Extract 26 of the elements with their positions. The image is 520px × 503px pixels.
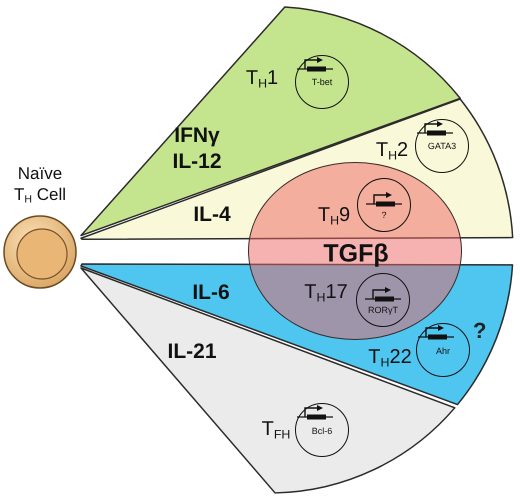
- wedge-segment: [79, 266, 457, 495]
- cytokine-label: TGFβ: [323, 238, 389, 270]
- gene-name: T-bet: [312, 78, 332, 88]
- gene-name: RORγT: [368, 306, 398, 314]
- cytokine-label: IL-21: [166, 338, 218, 365]
- gene-circle: [357, 178, 411, 232]
- cell-type-label: T$_{H}$17: [304, 280, 348, 306]
- cell-type-label: T$_{H}$22: [368, 345, 412, 371]
- cytokine-label: IL-6: [191, 280, 231, 306]
- gene-name: Bcl-6: [312, 426, 332, 436]
- gene-name: ?: [381, 210, 386, 220]
- gene-circle: [415, 118, 469, 173]
- gene-name: Ahr: [436, 346, 450, 356]
- wedge-segment: [79, 96, 515, 241]
- cell-type-label: T$_{FH}$: [262, 417, 290, 443]
- question-mark: ?: [473, 318, 486, 344]
- gene-circle: [295, 403, 349, 457]
- gene-name: GATA3: [428, 142, 456, 152]
- gene-circle: [295, 54, 349, 109]
- wedge-segment: [79, 5, 462, 238]
- cell-label: Naïve T$_{H}$ Cell: [12, 162, 67, 208]
- cell-type-label: T$_{H}$2: [376, 138, 408, 164]
- cell-type-label: T$_{H}$1: [246, 66, 278, 92]
- cytokine-label: IL-4: [192, 202, 232, 228]
- cell-type-label: T$_{H}$9: [318, 203, 350, 229]
- cytokine-label: IFNγ IL-12: [171, 122, 222, 175]
